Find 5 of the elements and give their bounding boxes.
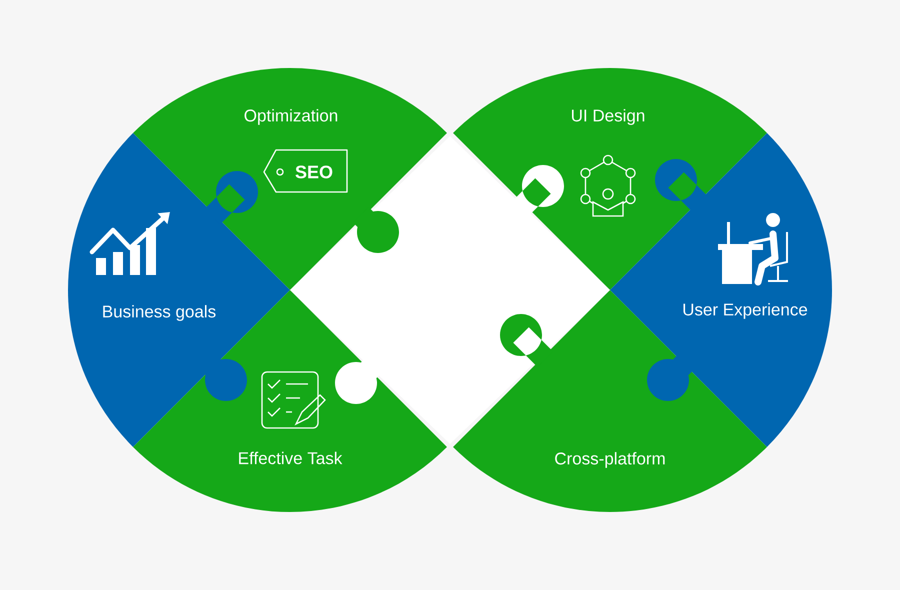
puzzle-piece: User Experience (610, 133, 832, 447)
puzzle-piece: Business goals (68, 133, 290, 447)
tag-text: SEO (296, 166, 332, 178)
puzzle-piece: UI Design (453, 68, 767, 290)
puzzle-piece (290, 136, 610, 444)
